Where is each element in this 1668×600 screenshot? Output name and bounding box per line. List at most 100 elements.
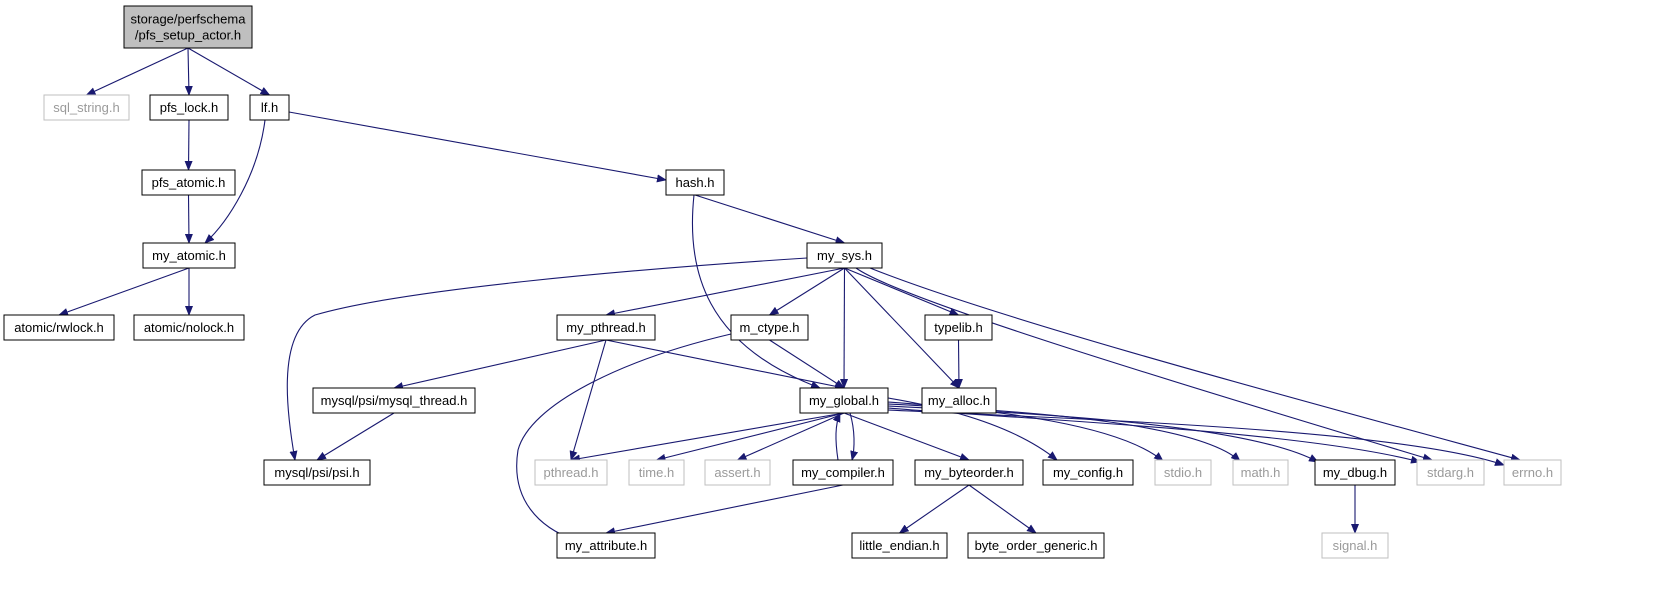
node-pfs_atomic[interactable]: pfs_atomic.h — [141, 169, 236, 196]
edge-root-to-lf — [187, 47, 271, 96]
node-box-my_pthread — [556, 314, 656, 341]
node-box-sql_string — [43, 94, 130, 121]
node-label-sql_string: sql_string.h — [53, 100, 119, 115]
edge-my_compiler-to-my_global — [832, 412, 841, 461]
edge-lf-to-my_atomic — [204, 119, 266, 244]
node-label-hash: hash.h — [675, 175, 714, 190]
node-label-mysql_thread: mysql/psi/mysql_thread.h — [321, 393, 468, 408]
node-label-math: math.h — [1241, 465, 1281, 480]
node-lf[interactable]: lf.h — [249, 94, 290, 121]
node-hash[interactable]: hash.h — [665, 169, 725, 196]
node-byte_order_generic[interactable]: byte_order_generic.h — [967, 532, 1105, 559]
node-psi[interactable]: mysql/psi/psi.h — [263, 459, 371, 486]
node-box-assert — [704, 459, 771, 486]
node-stdarg: stdarg.h — [1416, 459, 1485, 486]
node-pthread: pthread.h — [534, 459, 608, 486]
node-math: math.h — [1232, 459, 1289, 486]
node-box-hash — [665, 169, 725, 196]
node-typelib[interactable]: typelib.h — [924, 314, 993, 341]
nodes-layer: storage/perfschema/pfs_setup_actor.h sql_… — [3, 5, 1562, 559]
node-box-my_byteorder — [914, 459, 1024, 486]
edge-my_sys-to-errno — [869, 267, 1521, 462]
node-pfs_lock[interactable]: pfs_lock.h — [149, 94, 229, 121]
edge-my_global-to-pthread — [570, 412, 845, 463]
edge-my_pthread-to-mysql_thread — [393, 339, 607, 390]
node-label-my_alloc: my_alloc.h — [928, 393, 990, 408]
node-my_pthread[interactable]: my_pthread.h — [556, 314, 656, 341]
node-my_config[interactable]: my_config.h — [1042, 459, 1134, 486]
edge-my_pthread-to-pthread — [569, 339, 607, 461]
node-label-byte_order_generic: byte_order_generic.h — [975, 538, 1098, 553]
edge-my_compiler-to-my_attribute — [605, 484, 844, 536]
node-little_endian[interactable]: little_endian.h — [851, 532, 948, 559]
node-label-m_ctype: m_ctype.h — [740, 320, 800, 335]
edge-my_sys-to-typelib — [844, 267, 960, 316]
node-mysql_thread[interactable]: mysql/psi/mysql_thread.h — [312, 387, 476, 414]
node-box-my_compiler — [792, 459, 894, 486]
node-label-my_compiler: my_compiler.h — [801, 465, 885, 480]
node-box-pfs_lock — [149, 94, 229, 121]
node-label-root: storage/perfschema — [131, 12, 247, 27]
node-box-little_endian — [851, 532, 948, 559]
edge-my_byteorder-to-byte_order_generic — [968, 484, 1037, 534]
node-box-my_global — [799, 387, 889, 414]
edge-my_sys-to-psi — [286, 257, 808, 461]
node-box-my_dbug — [1314, 459, 1396, 486]
node-box-root — [123, 5, 253, 49]
node-nolock[interactable]: atomic/nolock.h — [133, 314, 245, 341]
node-label-my_byteorder: my_byteorder.h — [924, 465, 1014, 480]
node-box-rwlock — [3, 314, 115, 341]
edge-pfs_atomic-to-my_atomic — [184, 194, 193, 244]
node-label-stdio: stdio.h — [1164, 465, 1202, 480]
node-box-time — [628, 459, 685, 486]
node-label-my_attribute: my_attribute.h — [565, 538, 647, 553]
node-label-my_global: my_global.h — [809, 393, 879, 408]
node-box-byte_order_generic — [967, 532, 1105, 559]
node-rwlock[interactable]: atomic/rwlock.h — [3, 314, 115, 341]
node-my_sys[interactable]: my_sys.h — [806, 242, 883, 269]
edge-my_global-to-assert — [736, 412, 845, 461]
node-box-psi — [263, 459, 371, 486]
edge-my_global-to-time — [655, 412, 845, 462]
node-label-my_atomic: my_atomic.h — [152, 248, 226, 263]
node-label-stdarg: stdarg.h — [1427, 465, 1474, 480]
node-m_ctype[interactable]: m_ctype.h — [730, 314, 809, 341]
node-label-pfs_atomic: pfs_atomic.h — [152, 175, 226, 190]
node-my_atomic[interactable]: my_atomic.h — [142, 242, 236, 269]
node-sql_string: sql_string.h — [43, 94, 130, 121]
node-my_compiler[interactable]: my_compiler.h — [792, 459, 894, 486]
edge-my_global-to-errno — [887, 409, 1505, 466]
node-label-typelib: typelib.h — [934, 320, 982, 335]
node-box-errno — [1503, 459, 1562, 486]
edge-my_global-to-my_byteorder — [843, 412, 970, 461]
node-box-stdio — [1154, 459, 1212, 486]
node-assert: assert.h — [704, 459, 771, 486]
edge-mysql_thread-to-psi — [316, 412, 395, 461]
edges-layer — [58, 47, 1521, 541]
edge-my_global-to-my_compiler — [849, 412, 859, 461]
node-my_byteorder[interactable]: my_byteorder.h — [914, 459, 1024, 486]
node-label-time: time.h — [639, 465, 674, 480]
node-box-my_sys — [806, 242, 883, 269]
edge-root-to-pfs_lock — [184, 47, 193, 96]
edge-hash-to-my_sys — [694, 194, 846, 245]
node-label-psi: mysql/psi/psi.h — [274, 465, 359, 480]
edge-my_global-to-my_config — [887, 397, 1058, 461]
node-label-root: /pfs_setup_actor.h — [135, 28, 241, 43]
edge-pfs_lock-to-pfs_atomic — [184, 119, 193, 171]
edge-my_atomic-to-rwlock — [58, 267, 190, 316]
node-root[interactable]: storage/perfschema/pfs_setup_actor.h — [123, 5, 253, 49]
node-box-typelib — [924, 314, 993, 341]
node-my_attribute[interactable]: my_attribute.h — [556, 532, 656, 559]
node-my_alloc[interactable]: my_alloc.h — [921, 387, 997, 414]
node-label-pfs_lock: pfs_lock.h — [160, 100, 219, 115]
node-my_global[interactable]: my_global.h — [799, 387, 889, 414]
node-label-assert: assert.h — [714, 465, 760, 480]
edge-my_byteorder-to-little_endian — [898, 484, 970, 534]
edge-hash-to-my_global — [691, 194, 821, 389]
node-my_dbug[interactable]: my_dbug.h — [1314, 459, 1396, 486]
node-box-stdarg — [1416, 459, 1485, 486]
node-box-my_attribute — [556, 532, 656, 559]
node-label-my_sys: my_sys.h — [817, 248, 872, 263]
